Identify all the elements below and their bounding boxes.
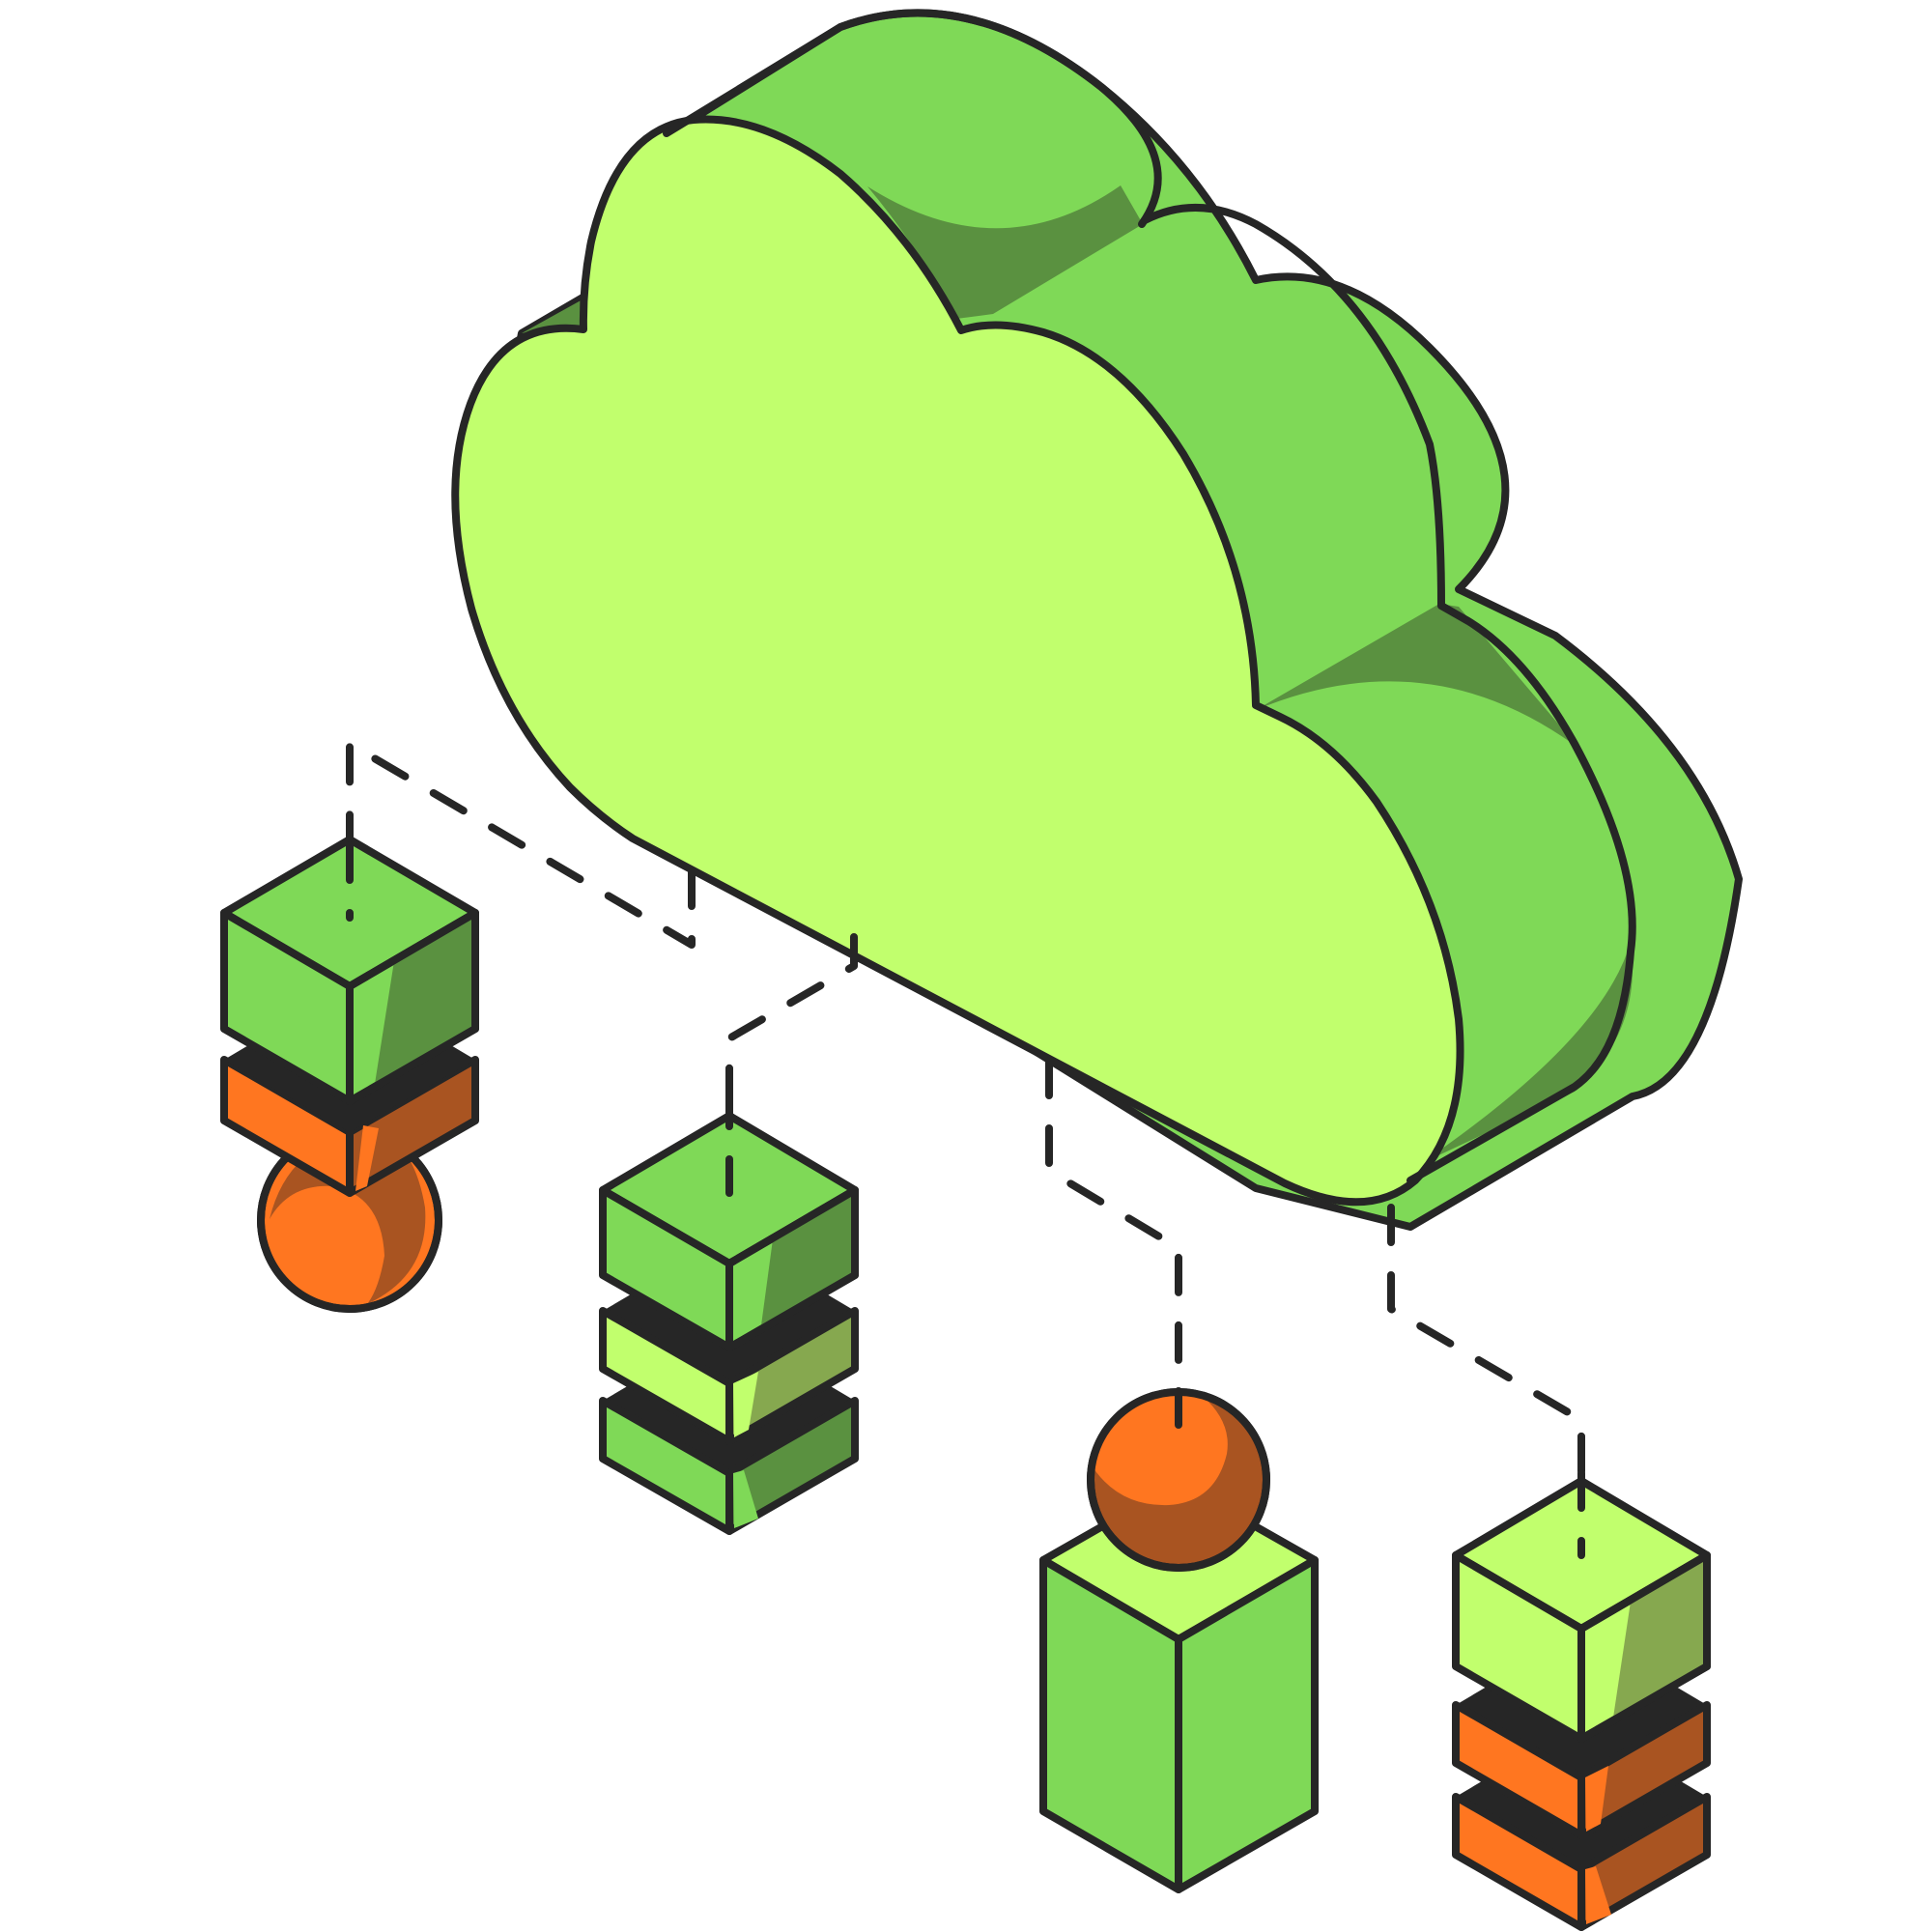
connector-to-server-right [1387,1204,1585,1564]
server-center-layer-bottom [599,1326,859,1535]
cloud-back-outline-2 [1141,204,1636,1184]
cloud-icon [451,9,1743,1231]
connector-to-server-left [346,740,696,949]
pedestal-ball-icon [1087,1388,1270,1572]
tower-ball [1039,1388,1319,1893]
cloud-front-face [451,115,1464,1207]
connection-overlays [346,841,1585,1559]
connector-to-server-center [725,933,858,1131]
connector-to-tower-ball [1045,1057,1182,1429]
server-right [1452,1477,1711,1931]
cloud-shadow-top [867,185,1143,319]
cloud-back-outline [663,9,1162,228]
connection-lines [346,740,1585,1564]
cloud-shadow-low [1420,942,1633,1164]
cloud-shadow-mid [1256,604,1579,749]
